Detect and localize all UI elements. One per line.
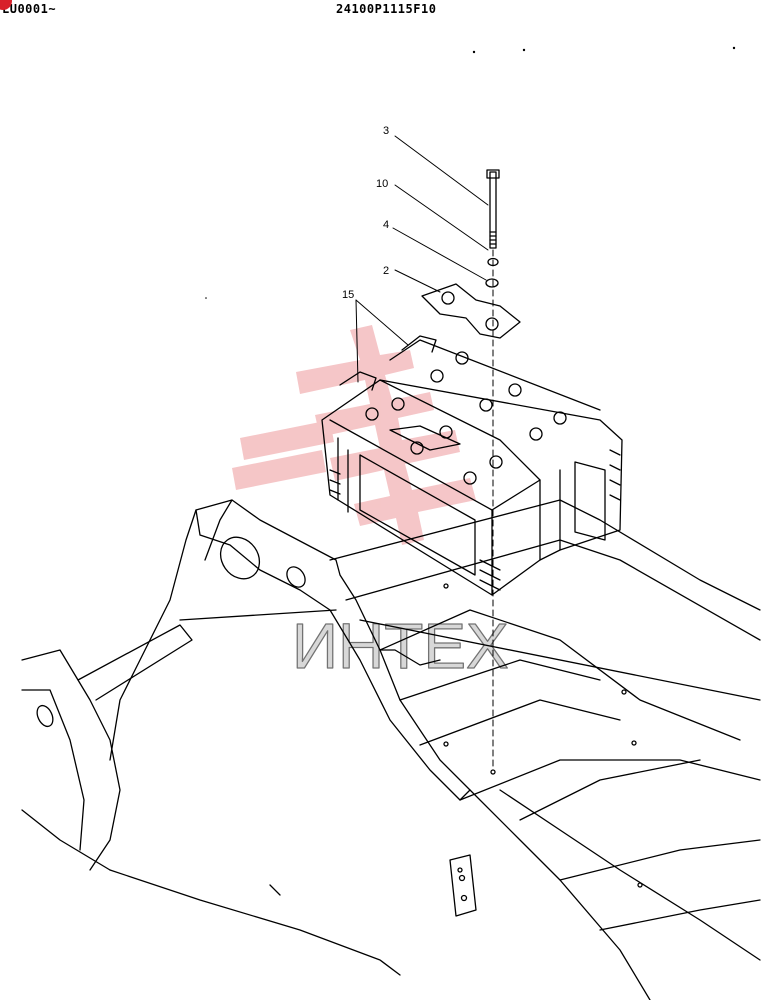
- callout-bolt: 3: [383, 125, 389, 137]
- watermark-text: ИНТЕХ: [292, 610, 509, 682]
- callout-washer-lower: 4: [383, 219, 389, 231]
- serial-range-label: LU0001~: [0, 0, 57, 16]
- callout-hold-down-plate: 2: [383, 265, 389, 277]
- frame-structure: [21, 499, 761, 1000]
- battery-pair: [321, 335, 623, 596]
- callout-battery: 15: [342, 289, 354, 301]
- red-badge-icon: [0, 0, 12, 10]
- callout-washer-upper: 10: [376, 178, 388, 190]
- watermark-logo: [232, 325, 476, 545]
- serial-range-text: LU0001~: [2, 2, 57, 16]
- callout-labels: 3 10 4 2 15: [342, 125, 389, 301]
- hold-down-plate-assembly: [421, 169, 521, 775]
- scan-specks: [205, 46, 736, 299]
- leader-lines: [355, 135, 489, 383]
- drawing-number: 24100P1115F10: [336, 2, 437, 16]
